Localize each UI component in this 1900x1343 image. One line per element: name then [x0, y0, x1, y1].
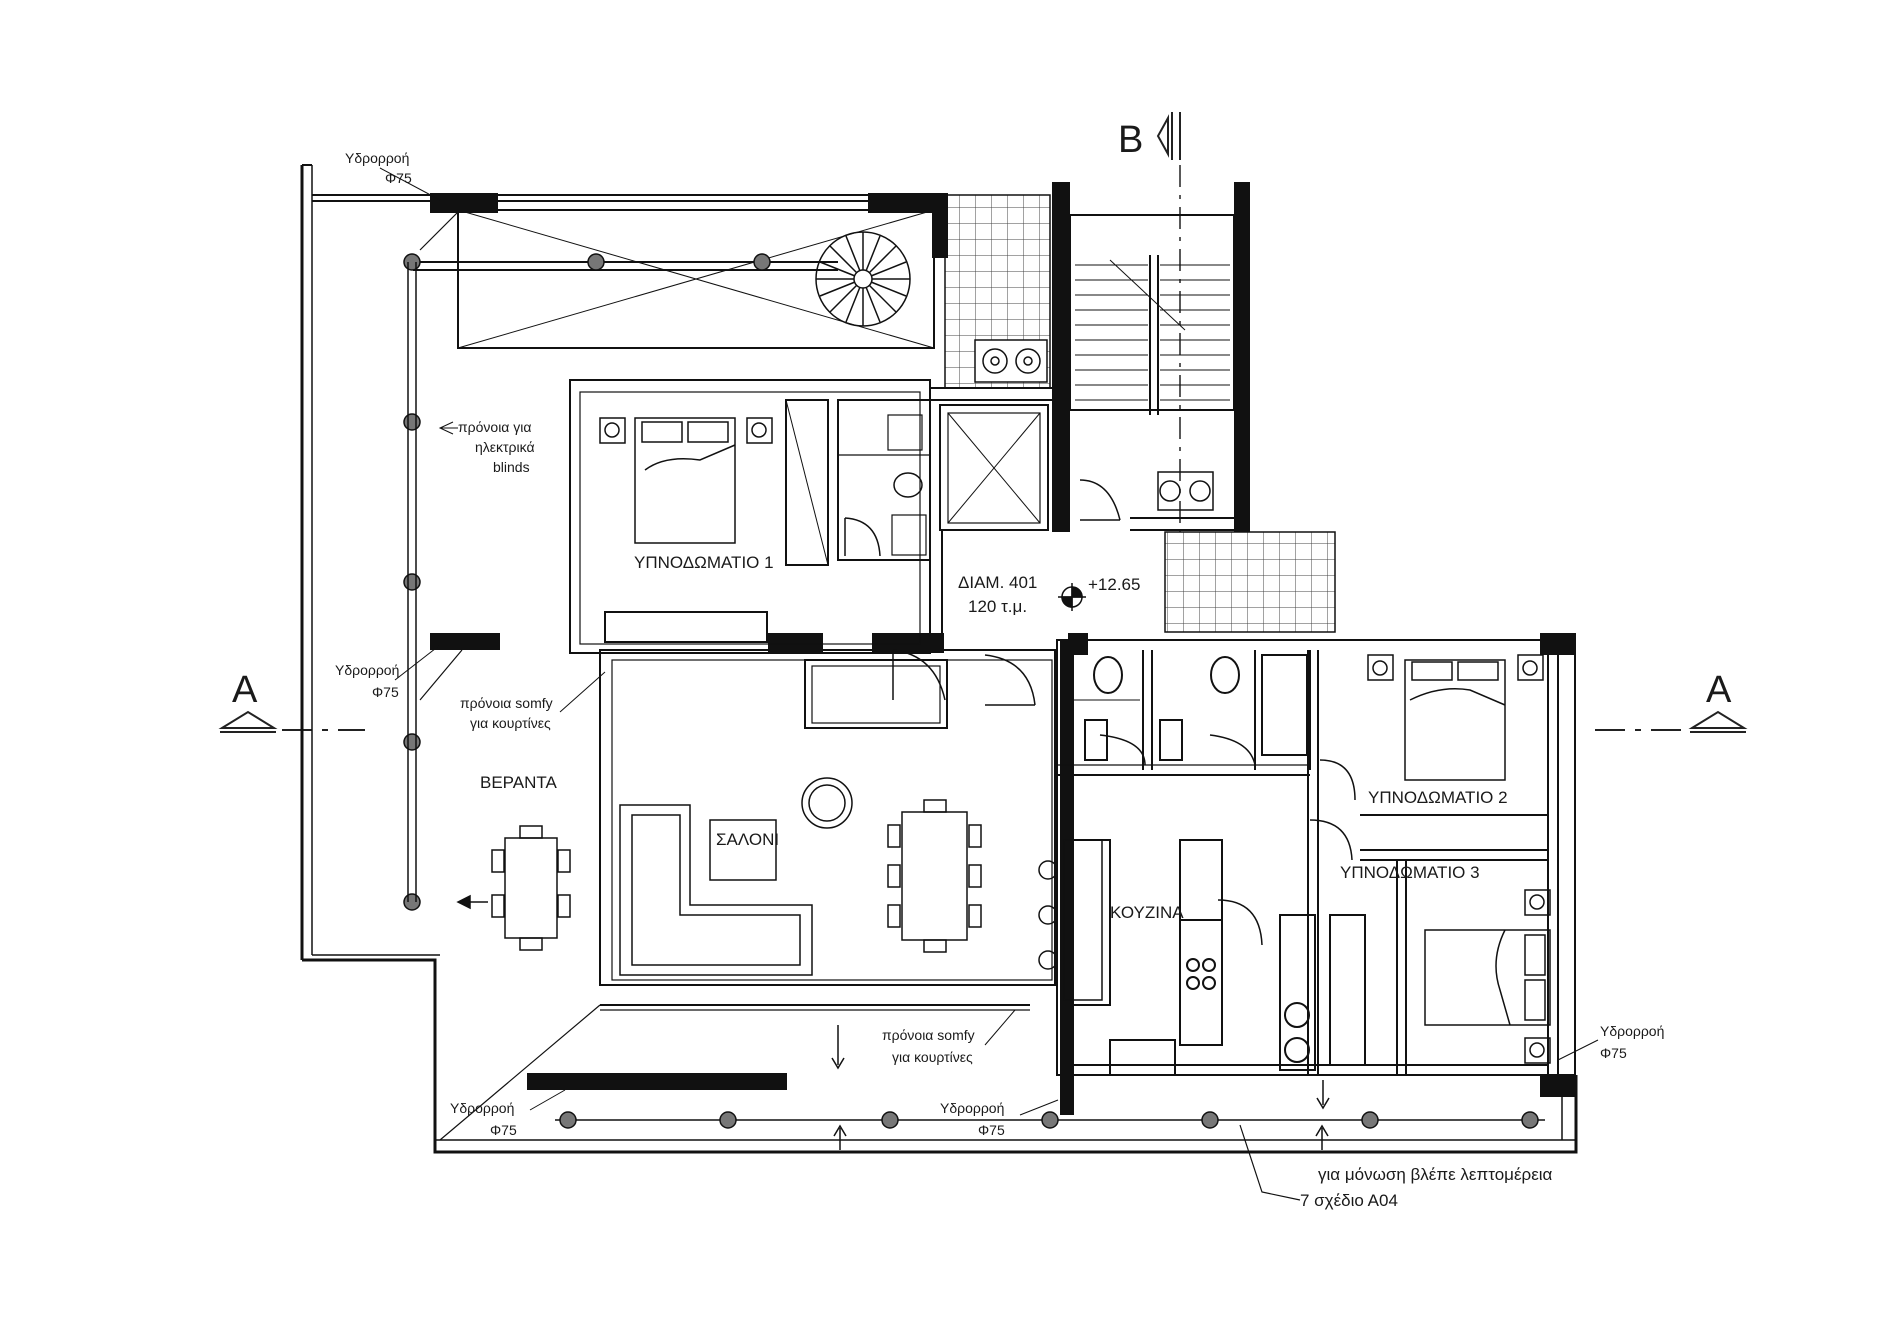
- somfy-note-left: πρόνοια somfy για κουρτίνες: [460, 671, 606, 731]
- insulation-note: για μόνωση βλέπε λεπτομέρεια 7 σχέδιο Α0…: [1239, 1124, 1553, 1210]
- svg-text:Φ75: Φ75: [978, 1122, 1005, 1138]
- svg-text:ηλεκτρικά: ηλεκτρικά: [475, 439, 535, 455]
- svg-text:Υδρορροή: Υδρορροή: [345, 150, 409, 166]
- svg-text:Φ75: Φ75: [1600, 1045, 1627, 1061]
- room-label-kitchen: ΚΟΥΖΙΝΑ: [1110, 903, 1184, 922]
- blinds-note: πρόνοια για ηλεκτρικά blinds: [438, 419, 535, 475]
- drain-note-bottomleft: Υδρορροή Φ75: [450, 1089, 566, 1138]
- section-b-top-label: B: [1118, 119, 1143, 161]
- top-balcony: [312, 194, 945, 349]
- svg-text:πρόνοια somfy: πρόνοια somfy: [460, 695, 553, 711]
- glazing-line-left: [407, 262, 417, 902]
- svg-text:για μόνωση βλέπε λεπτομέρεια: για μόνωση βλέπε λεπτομέρεια: [1318, 1165, 1553, 1184]
- stools-kitchen: [1038, 839, 1103, 1001]
- room-label-veranda: ΒΕΡΑΝΤΑ: [480, 773, 557, 792]
- drain-note-bottommid: Υδρορροή Φ75: [940, 1099, 1059, 1138]
- svg-text:7 σχέδιο Α04: 7 σχέδιο Α04: [1300, 1191, 1398, 1210]
- bed-bedroom3: [1424, 889, 1551, 1064]
- room-label-bedroom1: ΥΠΝΟΔΩΜΑΤΙΟ 1: [634, 553, 774, 572]
- section-marker-b-top: B: [1118, 112, 1181, 560]
- svg-text:Υδρορροή: Υδρορροή: [335, 662, 399, 678]
- somfy-note-bottom: πρόνοια somfy για κουρτίνες: [882, 1009, 1016, 1065]
- stair-lift-fixture: [1157, 471, 1214, 511]
- room-label-bedroom3: ΥΠΝΟΔΩΜΑΤΙΟ 3: [1340, 863, 1480, 882]
- section-marker-a-right: A: [1595, 669, 1748, 733]
- room-label-bedroom2: ΥΠΝΟΔΩΜΑΤΙΟ 2: [1368, 788, 1508, 807]
- svg-text:Φ75: Φ75: [372, 684, 399, 700]
- spiral-staircase: [815, 231, 911, 327]
- drain-note-right: Υδρορροή Φ75: [1557, 1023, 1664, 1061]
- tiled-floor-right: [1164, 531, 1336, 633]
- level-marker: [1058, 583, 1086, 611]
- svg-text:Υδρορροή: Υδρορροή: [940, 1100, 1004, 1116]
- svg-text:πρόνοια για: πρόνοια για: [458, 419, 532, 435]
- section-a-right-label: A: [1706, 669, 1732, 711]
- bed-bedroom1: [599, 417, 773, 544]
- svg-text:για κουρτίνες: για κουρτίνες: [470, 715, 551, 731]
- svg-text:για κουρτίνες: για κουρτίνες: [892, 1049, 973, 1065]
- room-label-living: ΣΑΛΟΝΙ: [716, 830, 779, 849]
- veranda-diagonals: [419, 199, 601, 1141]
- doors: [844, 479, 1356, 946]
- unit-level: +12.65: [1088, 575, 1140, 594]
- sofa-living: [619, 804, 813, 976]
- svg-text:Υδρορροή: Υδρορροή: [1600, 1023, 1664, 1039]
- drain-note-topleft: Υδρορροή Φ75: [345, 150, 441, 201]
- interior-walls: [569, 214, 1576, 1076]
- dining-table-veranda: [456, 825, 571, 951]
- lamp-living: [801, 777, 853, 829]
- section-a-left-label: A: [232, 669, 258, 711]
- drain-note-left: Υδρορροή Φ75: [335, 644, 441, 700]
- svg-text:Υδρορροή: Υδρορροή: [450, 1100, 514, 1116]
- section-marker-a-left: A: [218, 669, 365, 733]
- svg-text:blinds: blinds: [493, 459, 530, 475]
- dining-table-living: [887, 799, 982, 953]
- stair-treads: [1075, 259, 1230, 401]
- svg-text:Φ75: Φ75: [490, 1122, 517, 1138]
- structural-walls: [430, 182, 1576, 1115]
- bed-bedroom2: [1367, 654, 1544, 781]
- burner-cluster: [974, 339, 1048, 383]
- unit-area: 120 τ.μ.: [968, 597, 1027, 616]
- svg-text:πρόνοια somfy: πρόνοια somfy: [882, 1027, 975, 1043]
- direction-arrows: [831, 1025, 1330, 1150]
- unit-name: ΔΙΑΜ. 401: [958, 573, 1037, 592]
- outer-walls: [300, 164, 1578, 1154]
